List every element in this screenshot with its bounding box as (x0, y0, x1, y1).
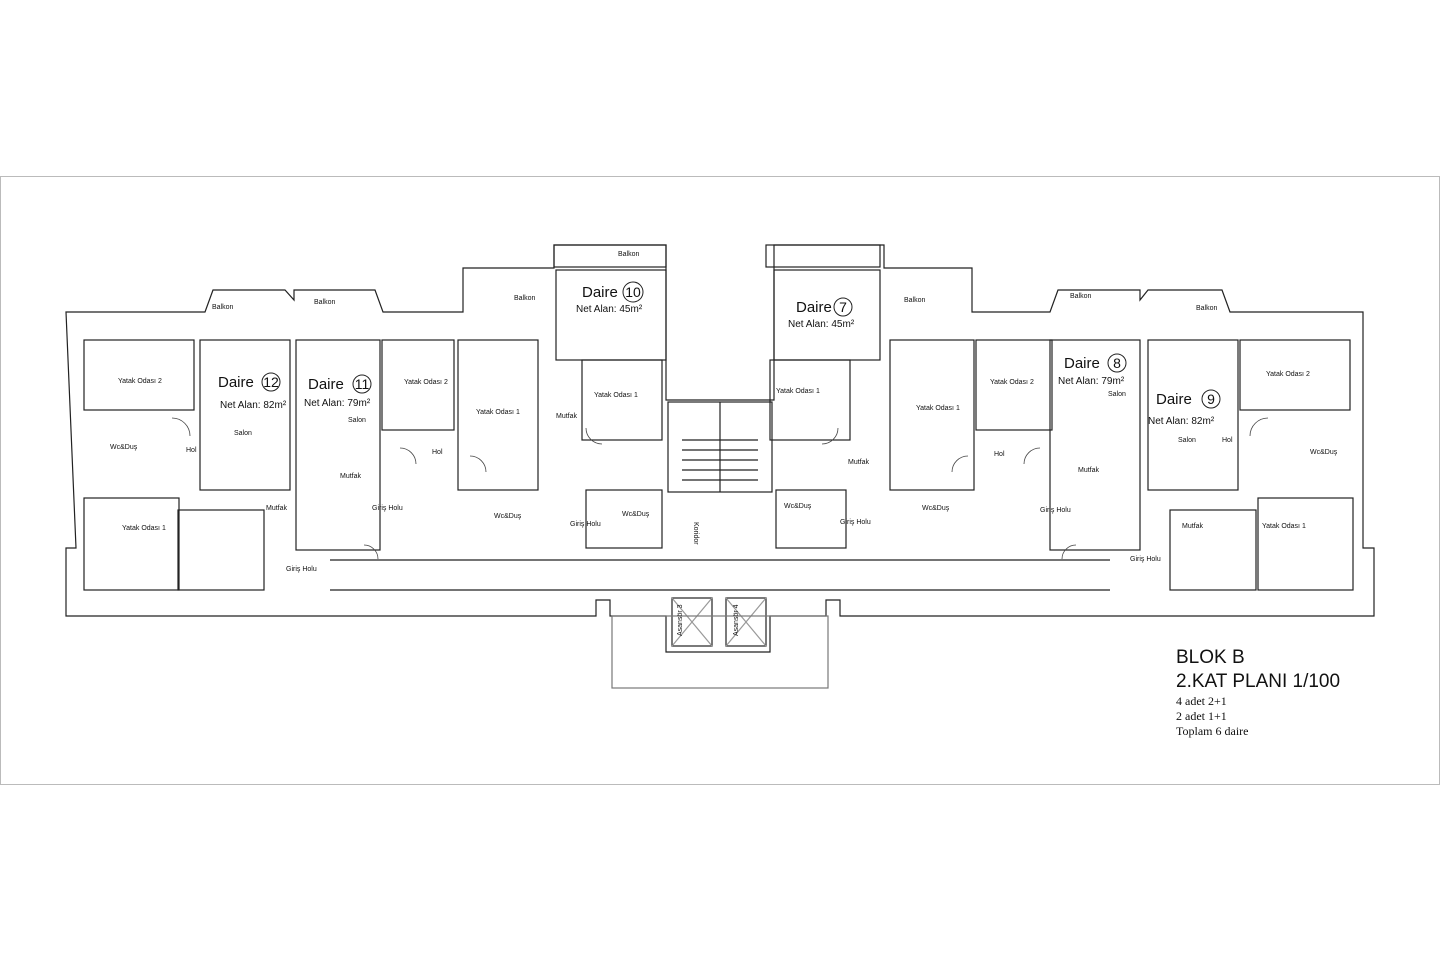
room-hol: Hol (432, 449, 443, 456)
room-yatak-odasi-2: Yatak Odası 2 (404, 379, 448, 386)
room-balkon: Balkon (904, 297, 926, 304)
room-yatak-odasi-1: Yatak Odası 1 (776, 388, 820, 395)
svg-text:Daire: Daire (582, 284, 618, 301)
room-mutfak: Mutfak (1182, 523, 1204, 530)
summary-line: Toplam 6 daire (1176, 724, 1249, 738)
room-salon: Salon (1108, 391, 1126, 398)
room-yatak-odasi-2: Yatak Odası 2 (118, 378, 162, 385)
title-block: BLOK B 2.KAT PLANI 1/100 4 adet 2+1 2 ad… (1176, 646, 1340, 739)
room-asansor-3: Asansör 3 (677, 604, 684, 636)
svg-text:8: 8 (1113, 355, 1121, 371)
svg-text:9: 9 (1207, 391, 1215, 407)
room-yatak-odasi-1: Yatak Odası 1 (122, 525, 166, 532)
unit-8-label: Daire 8 Net Alan: 79m² (1058, 353, 1127, 387)
room-giris-holu: Giriş Holu (840, 519, 871, 526)
room-mutfak: Mutfak (848, 459, 870, 466)
summary-line: 2 adet 1+1 (1176, 709, 1227, 723)
svg-text:Net Alan: 82m²: Net Alan: 82m² (220, 400, 287, 411)
svg-text:Net Alan: 79m²: Net Alan: 79m² (304, 398, 371, 409)
room-mutfak: Mutfak (340, 473, 362, 480)
room-koridor: Koridor (692, 522, 699, 545)
room-balkon: Balkon (514, 295, 536, 302)
svg-text:11: 11 (355, 376, 370, 392)
svg-text:Net Alan: 82m²: Net Alan: 82m² (1148, 416, 1215, 427)
svg-text:7: 7 (839, 299, 847, 315)
room-balkon: Balkon (1196, 305, 1218, 312)
room-yatak-odasi-1: Yatak Odası 1 (476, 409, 520, 416)
svg-text:Daire: Daire (308, 376, 344, 393)
room-mutfak: Mutfak (556, 413, 578, 420)
svg-text:Net Alan: 45m²: Net Alan: 45m² (576, 304, 643, 315)
room-hol: Hol (1222, 437, 1233, 444)
svg-text:Daire: Daire (1156, 391, 1192, 408)
room-wc-dus: Wc&Duş (622, 511, 650, 518)
room-giris-holu: Giriş Holu (570, 521, 601, 528)
room-balkon: Balkon (1070, 293, 1092, 300)
room-wc-dus: Wc&Duş (922, 505, 950, 512)
room-balkon: Balkon (314, 299, 336, 306)
room-giris-holu: Giriş Holu (1130, 556, 1161, 563)
svg-text:Daire: Daire (796, 299, 832, 316)
unit-7-label: Daire 7 Net Alan: 45m² (788, 297, 855, 330)
room-giris-holu: Giriş Holu (1040, 507, 1071, 514)
room-hol: Hol (994, 451, 1005, 458)
room-giris-holu: Giriş Holu (372, 505, 403, 512)
svg-text:Daire: Daire (218, 374, 254, 391)
unit-10-label: Daire 10 Net Alan: 45m² (576, 281, 644, 315)
room-wc-dus: Wc&Duş (784, 503, 812, 510)
room-asansor-4: Asansör 4 (733, 604, 740, 636)
svg-text:12: 12 (263, 374, 279, 390)
room-yatak-odasi-2: Yatak Odası 2 (990, 379, 1034, 386)
plan-title: 2.KAT PLANI 1/100 (1176, 671, 1341, 692)
room-balkon: Balkon (212, 304, 234, 311)
room-mutfak: Mutfak (1078, 467, 1100, 474)
room-hol: Hol (186, 447, 197, 454)
unit-9-label: Daire 9 Net Alan: 82m² (1148, 389, 1221, 427)
block-name: BLOK B (1176, 647, 1245, 668)
room-salon: Salon (1178, 437, 1196, 444)
svg-text:Net Alan: 45m²: Net Alan: 45m² (788, 319, 855, 330)
room-wc-dus: Wc&Duş (1310, 449, 1338, 456)
room-wc-dus: Wc&Duş (110, 444, 138, 451)
summary-line: 4 adet 2+1 (1176, 694, 1227, 708)
room-yatak-odasi-2: Yatak Odası 2 (1266, 371, 1310, 378)
room-balkon: Balkon (618, 251, 640, 258)
room-salon: Salon (348, 417, 366, 424)
svg-text:10: 10 (625, 284, 641, 300)
svg-text:Net Alan: 79m²: Net Alan: 79m² (1058, 376, 1125, 387)
room-mutfak: Mutfak (266, 505, 288, 512)
room-giris-holu: Giriş Holu (286, 566, 317, 573)
room-yatak-odasi-1: Yatak Odası 1 (594, 392, 638, 399)
room-wc-dus: Wc&Duş (494, 513, 522, 520)
unit-11-label: Daire 11 Net Alan: 79m² (304, 374, 372, 409)
room-yatak-odasi-1: Yatak Odası 1 (1262, 523, 1306, 530)
unit-12-label: Daire 12 Net Alan: 82m² (218, 372, 287, 411)
svg-text:Daire: Daire (1064, 355, 1100, 372)
room-salon: Salon (234, 430, 252, 437)
room-yatak-odasi-1: Yatak Odası 1 (916, 405, 960, 412)
